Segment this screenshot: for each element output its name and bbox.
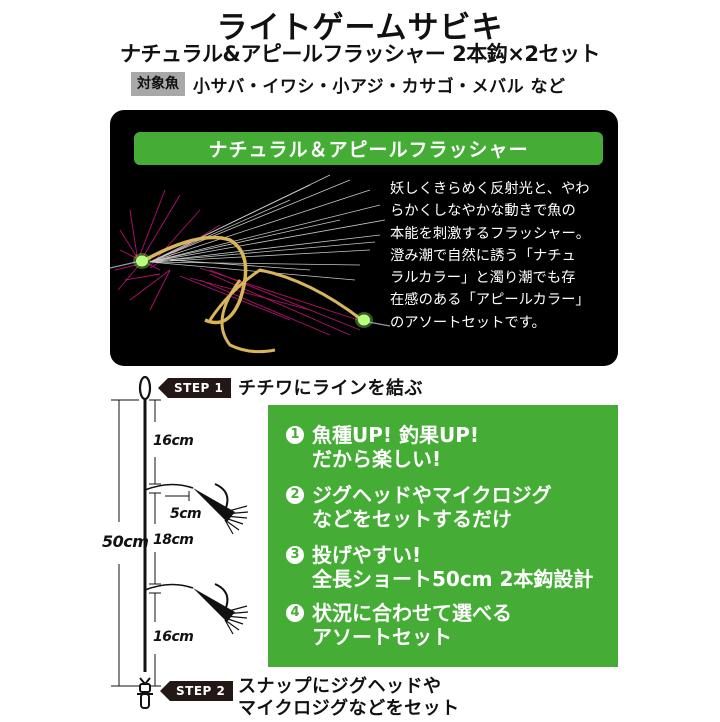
number-badge-icon: 2	[286, 486, 304, 504]
number-badge-icon: 1	[286, 426, 304, 444]
feature-text: 魚種UP! 釣果UP! だから楽しい!	[312, 423, 480, 471]
target-fish-row: 対象魚 小サバ・イワシ・小アジ・カサゴ・メバル など	[131, 72, 566, 97]
number-badge-icon: 3	[286, 546, 304, 564]
feature-text: ジグヘッドやマイクロジグ などをセットするだけ	[312, 483, 552, 531]
flasher-hook-icon	[110, 174, 390, 354]
flasher-panel: ナチュラル＆アピールフラッシャー	[110, 110, 618, 366]
product-title: ライトゲームサビキ	[216, 10, 504, 46]
product-subtitle: ナチュラル&アピールフラッシャー 2本鈎×2セット	[120, 42, 600, 66]
feature-item: 1 魚種UP! 釣果UP! だから楽しい!	[286, 423, 479, 471]
feature-item: 3 投げやすい! 全長ショート50cm 2本鈎設計	[286, 543, 593, 591]
step1-text: チチワにラインを結ぶ	[238, 378, 423, 399]
branch-length: 5cm	[170, 506, 202, 522]
feature-text: 状況に合わせて選べる アソートセット	[312, 601, 512, 649]
target-fish-list: 小サバ・イワシ・小アジ・カサゴ・メバル など	[193, 76, 566, 97]
step2-badge: STEP 2	[160, 681, 234, 701]
panel-description: 妖しくきらめく反射光と、やわ らかくしなやかな動きで魚の 本能を刺激するフラッシ…	[390, 181, 591, 331]
swivel-loop-icon	[138, 375, 152, 401]
segment-middle-length: 18cm	[153, 532, 194, 548]
feature-item: 4 状況に合わせて選べる アソートセット	[286, 601, 512, 649]
hook-flasher-icon	[193, 483, 249, 535]
feature-text: 投げやすい! 全長ショート50cm 2本鈎設計	[312, 543, 594, 591]
step2-text: スナップにジグヘッドや マイクロジグなどをセット	[238, 676, 460, 719]
snap-icon	[137, 677, 153, 709]
segment-bottom-length: 16cm	[153, 629, 194, 645]
features-box: 1 魚種UP! 釣果UP! だから楽しい! 2 ジグヘッドやマイクロジグ などを…	[268, 405, 618, 667]
segment-top-length: 16cm	[153, 433, 194, 449]
number-badge-icon: 4	[286, 604, 304, 622]
rig-diagram	[111, 375, 249, 709]
feature-item: 2 ジグヘッドやマイクロジグ などをセットするだけ	[286, 483, 552, 531]
target-fish-label: 対象魚	[131, 72, 185, 96]
panel-title-bar: ナチュラル＆アピールフラッシャー	[134, 132, 603, 165]
total-length: 50cm	[102, 532, 149, 551]
step1-badge: STEP 1	[158, 378, 232, 398]
